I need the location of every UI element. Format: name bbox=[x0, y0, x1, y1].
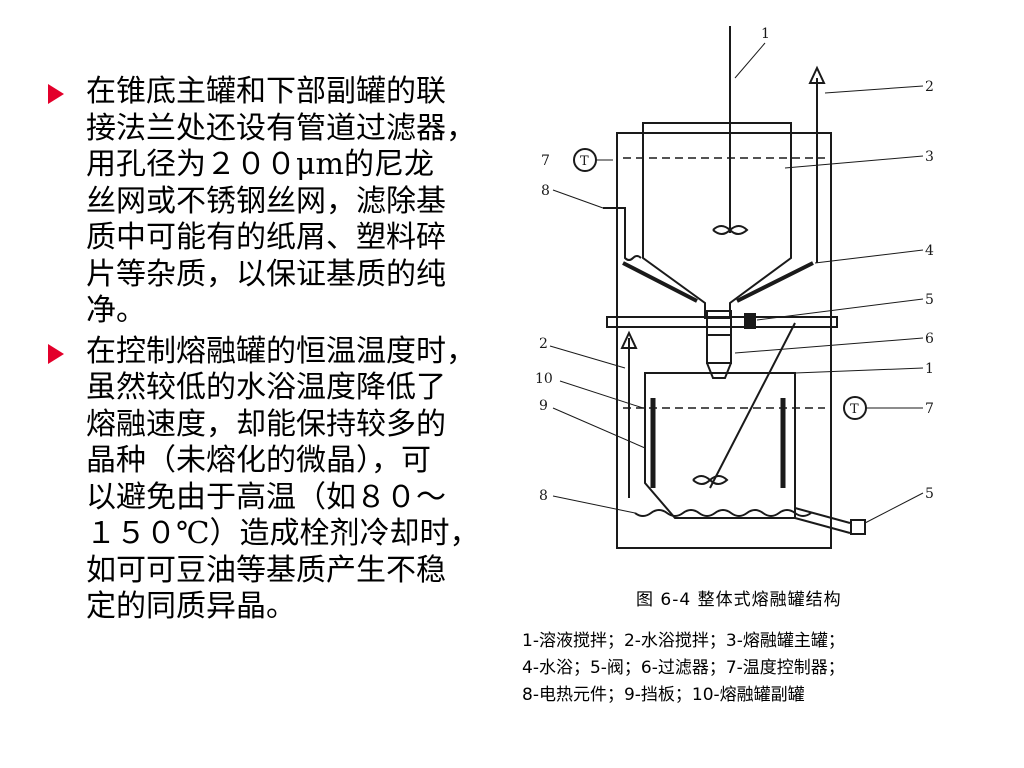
label-5-mid: 5 bbox=[925, 292, 934, 308]
stirrer-shaft-secondary bbox=[709, 322, 796, 489]
bullet-list: 在锥底主罐和下部副罐的联 接法兰处还设有管道过滤器， 用孔径为２００μm的尼龙 … bbox=[48, 74, 510, 630]
bullet-item-filter: 在锥底主罐和下部副罐的联 接法兰处还设有管道过滤器， 用孔径为２００μm的尼龙 … bbox=[48, 74, 510, 330]
arrow-up-icon bbox=[808, 65, 826, 84]
thermometer-label-right: T bbox=[850, 402, 859, 417]
filter-element bbox=[706, 334, 732, 364]
secondary-tank-outline bbox=[644, 372, 796, 519]
bullet-text: 在控制熔融罐的恒温温度时， 虽然较低的水浴温度降低了 熔融速度，却能保持较多的 … bbox=[86, 333, 480, 625]
label-10: 10 bbox=[535, 371, 553, 387]
water-bath-outline bbox=[616, 132, 832, 549]
melting-tank-diagram: 1 2 3 4 5 6 1 7 5 7 8 2 10 9 8 T T bbox=[525, 18, 945, 618]
label-4: 4 bbox=[925, 243, 934, 259]
bullet-arrow-icon bbox=[48, 343, 64, 364]
main-tank-outline bbox=[642, 122, 792, 319]
stirrer-blade-secondary bbox=[692, 475, 729, 485]
filter-housing bbox=[706, 310, 732, 336]
outlet-pipe bbox=[794, 507, 851, 534]
label-1-mid: 1 bbox=[925, 361, 934, 377]
label-2-left: 2 bbox=[539, 336, 548, 352]
stirrer-blade-main bbox=[712, 225, 749, 235]
heating-element-lower bbox=[634, 509, 812, 517]
label-7-left: 7 bbox=[541, 153, 550, 169]
thermometer-label-top: T bbox=[580, 154, 589, 169]
label-8-bottom: 8 bbox=[539, 488, 548, 504]
figure-caption: 图 6-4 整体式熔融罐结构 bbox=[636, 590, 842, 610]
arrow-up-icon bbox=[620, 330, 638, 349]
label-7-right: 7 bbox=[925, 401, 934, 417]
filter-outlet bbox=[706, 362, 732, 379]
label-2-top: 2 bbox=[925, 79, 934, 95]
label-5-bottom: 5 bbox=[925, 486, 934, 502]
bullet-arrow-icon bbox=[48, 84, 64, 104]
label-9: 9 bbox=[539, 398, 548, 414]
valve-bottom bbox=[850, 519, 866, 535]
label-3: 3 bbox=[925, 149, 934, 165]
valve-upper bbox=[744, 313, 756, 329]
label-1-top: 1 bbox=[761, 26, 770, 42]
bullet-text: 在锥底主罐和下部副罐的联 接法兰处还设有管道过滤器， 用孔径为２００μm的尼龙 … bbox=[86, 74, 476, 328]
figure-legend: 1-溶液搅拌；2-水浴搅拌；3-熔融罐主罐； 4-水浴；5-阀；6-过滤器；7-… bbox=[522, 631, 845, 705]
baffles-lower bbox=[650, 398, 786, 488]
heating-element-upper bbox=[603, 207, 642, 261]
label-8-top: 8 bbox=[541, 183, 550, 199]
label-6: 6 bbox=[925, 331, 934, 347]
baffles-upper bbox=[622, 261, 814, 303]
diagram-svg: 1 2 3 4 5 6 1 7 5 7 8 2 10 9 8 T T bbox=[535, 26, 934, 549]
flange bbox=[606, 316, 838, 328]
bullet-item-temperature: 在控制熔融罐的恒温温度时， 虽然较低的水浴温度降低了 熔融速度，却能保持较多的 … bbox=[48, 334, 510, 626]
